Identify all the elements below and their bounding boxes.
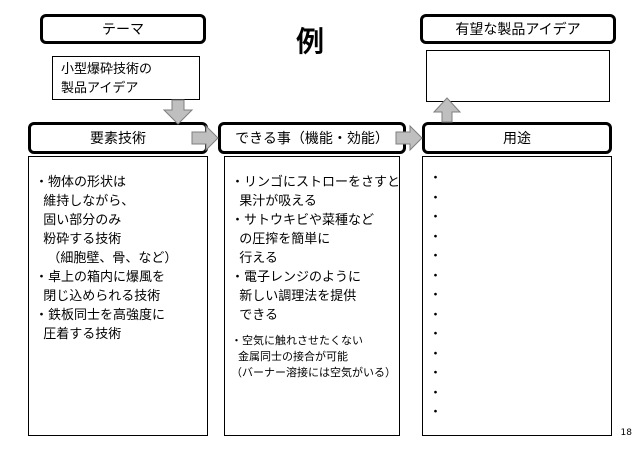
uses-bullet: ・ <box>429 229 443 245</box>
uses-bullet: ・ <box>429 307 443 323</box>
capabilities-note-line: ・空気に触れさせたくない <box>231 334 363 347</box>
elements-line: ・物体の形状は <box>35 175 127 190</box>
theme-line: 製品アイデア <box>61 81 139 96</box>
capabilities-line: ・リンゴにストローをさすと <box>231 175 401 190</box>
uses-bullet: ・ <box>429 327 443 342</box>
uses-bullet: ・ <box>429 249 443 264</box>
uses-bullet-list: ・・・・・・・・・・・・・ <box>429 169 611 423</box>
capabilities-note-line: 金属同士の接合が可能 <box>231 350 348 363</box>
product-idea-header-label: 有望な製品アイデア <box>455 22 581 38</box>
elements-line: ・鉄板同士を高強度に <box>35 308 166 323</box>
capabilities-note-line: （バーナー溶接には空気がいる） <box>231 366 396 379</box>
capabilities-line: 新しい調理法を提供 <box>231 289 357 304</box>
page-title: 例 <box>296 25 325 58</box>
theme-line: 小型爆砕技術の <box>61 62 153 77</box>
elements-line: 閉じ込められる技術 <box>35 289 161 304</box>
uses-column: ・・・・・・・・・・・・・ <box>422 156 612 436</box>
uses-bullet: ・ <box>429 366 443 381</box>
capabilities-header-label: できる事（機能・効能） <box>235 131 389 147</box>
uses-bullet: ・ <box>429 171 443 186</box>
elements-column: ・物体の形状は 維持しながら、 固い部分のみ 粉砕する技術 （細胞壁、骨、など）… <box>28 156 208 436</box>
down-arrow <box>162 99 194 125</box>
product-idea-header: 有望な製品アイデア <box>420 14 616 44</box>
capabilities-line: 行える <box>231 251 278 266</box>
capabilities-line: 果汁が吸える <box>231 194 317 209</box>
elements-line: 維持しながら、 <box>35 194 135 209</box>
elements-line: ・卓上の箱内に爆風を <box>35 270 166 285</box>
elements-line: 固い部分のみ <box>35 213 122 228</box>
uses-header-label: 用途 <box>503 131 531 147</box>
uses-bullet: ・ <box>429 385 443 401</box>
elements-line: 粉砕する技術 <box>35 232 122 247</box>
capabilities-column: ・リンゴにストローをさすと 果汁が吸える ・サトウキビや菜種など の圧搾を簡単に… <box>224 156 400 436</box>
uses-bullet: ・ <box>429 268 443 284</box>
elements-line: （細胞壁、骨、など） <box>35 251 178 266</box>
theme-header-label: テーマ <box>102 22 144 38</box>
uses-header: 用途 <box>422 122 612 154</box>
right-arrow <box>395 124 423 152</box>
uses-bullet: ・ <box>429 190 443 206</box>
uses-bullet: ・ <box>429 405 443 420</box>
product-idea-body <box>426 50 610 102</box>
elements-line: 圧着する技術 <box>35 327 122 342</box>
right-arrow <box>191 124 219 152</box>
page-number: 18 <box>620 428 632 438</box>
capabilities-header: できる事（機能・効能） <box>218 122 406 154</box>
up-arrow <box>432 97 462 123</box>
capabilities-line: ・サトウキビや菜種など <box>231 213 375 228</box>
elements-header-label: 要素技術 <box>90 131 146 147</box>
theme-header: テーマ <box>40 14 206 44</box>
capabilities-line: できる <box>231 308 279 323</box>
uses-bullet: ・ <box>429 210 443 225</box>
theme-body: 小型爆砕技術の 製品アイデア <box>52 56 200 100</box>
uses-bullet: ・ <box>429 346 443 362</box>
capabilities-line: ・電子レンジのように <box>231 270 362 285</box>
uses-bullet: ・ <box>429 288 443 303</box>
capabilities-line: の圧搾を簡単に <box>231 232 331 247</box>
